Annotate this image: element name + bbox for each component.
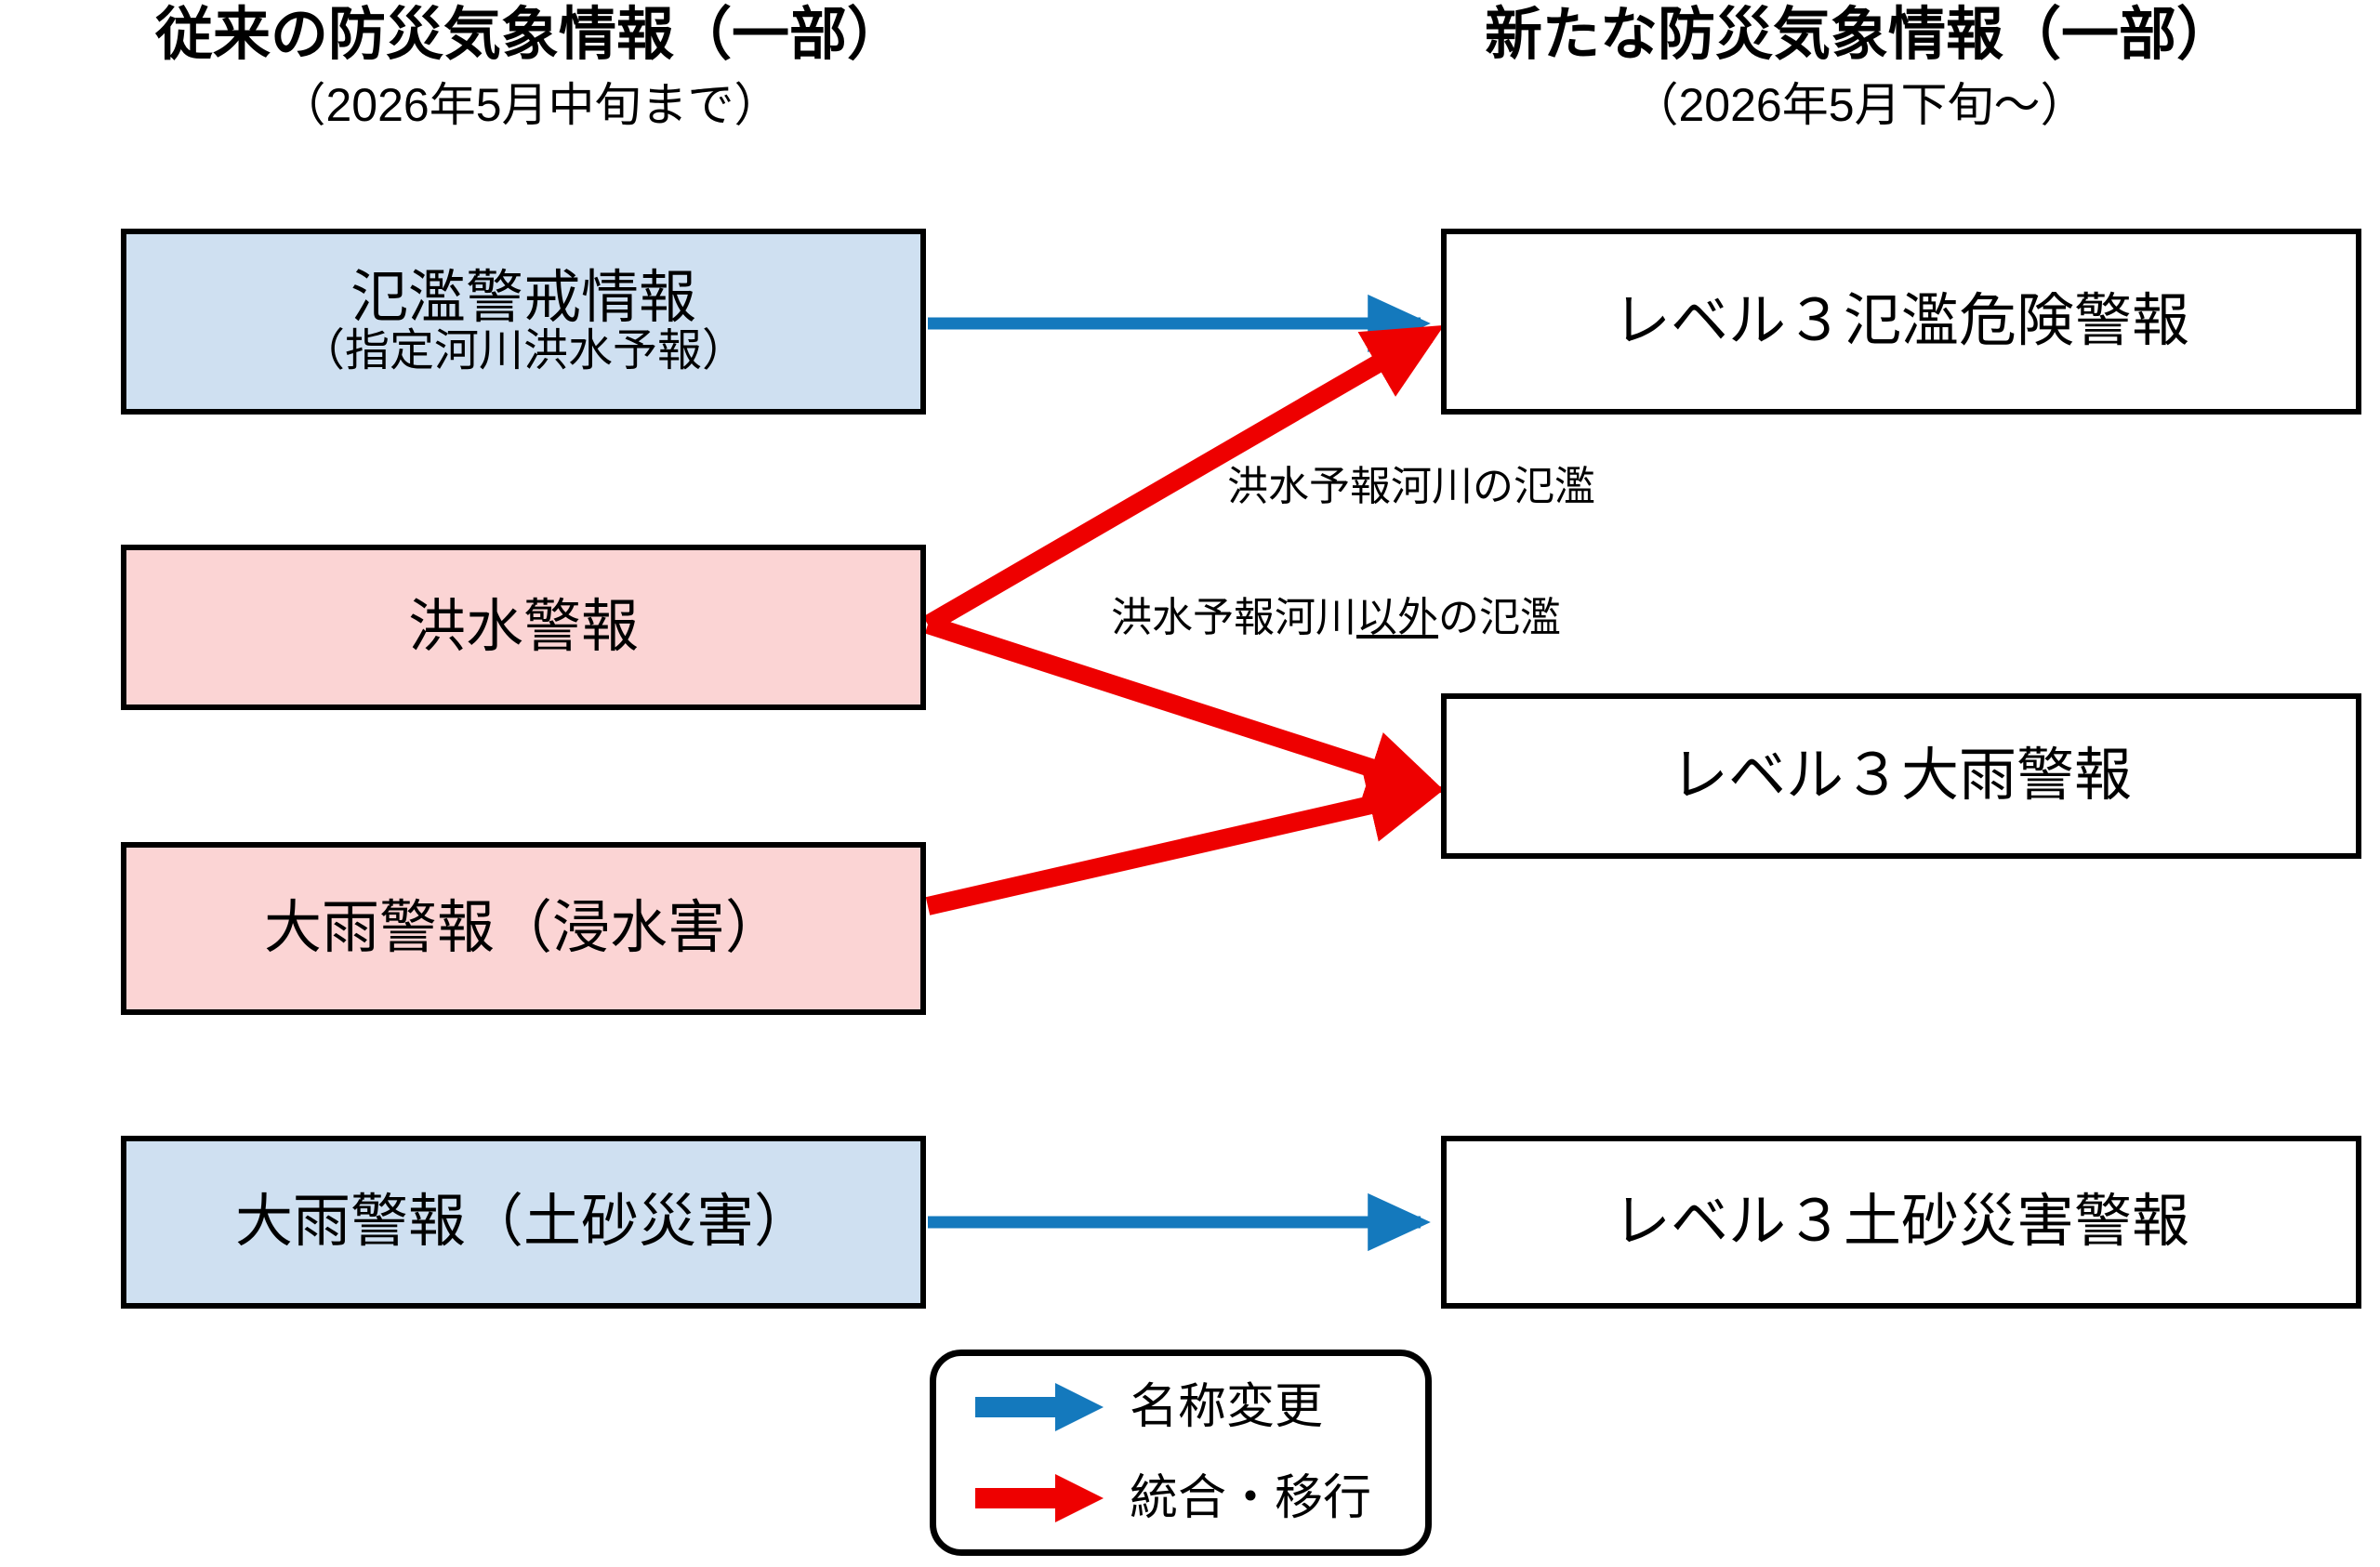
blue-arrow-icon — [975, 1383, 1104, 1431]
legacy-box-heavy-rain-warning-landslide[interactable]: 大雨警報（土砂災害） — [121, 1136, 926, 1309]
arrow-label-lower-pre: 洪水予報河川 — [1111, 595, 1356, 640]
left-column-subtitle: （2026年5月中旬まで） — [279, 79, 781, 131]
arrow-merge-flood-to-inundation — [922, 324, 1445, 633]
arrow-label-upper: 洪水予報河川の氾濫 — [1227, 464, 1595, 509]
new-box-level3-landslide-warning-line1: レベル３土砂災害警報 — [1612, 1190, 2189, 1255]
arrow-label-lower-post: の氾濫 — [1438, 595, 1561, 640]
legacy-box-heavy-rain-warning-inundation[interactable]: 大雨警報（浸水害） — [121, 842, 926, 1015]
legend-label-rename: 名称変更 — [1130, 1380, 1324, 1434]
legacy-box-heavy-rain-warning-inundation-line1: 大雨警報（浸水害） — [263, 896, 783, 961]
arrow-merge-flood-to-heavyrain — [924, 615, 1447, 804]
new-box-level3-heavy-rain-warning-line1: レベル３大雨警報 — [1670, 744, 2132, 809]
legacy-box-flood-watch-information[interactable]: 氾濫警戒情報 （指定河川洪水予報） — [121, 229, 926, 415]
legend: 名称変更 統合・移行 — [930, 1350, 1432, 1556]
red-arrow-icon — [975, 1474, 1104, 1522]
legacy-box-flood-watch-information-line2: （指定河川洪水予報） — [299, 326, 747, 376]
legacy-box-flood-watch-information-line1: 氾濫警戒情報 — [350, 265, 696, 330]
legacy-box-flood-warning[interactable]: 洪水警報 — [121, 545, 926, 710]
left-column-title: 従来の防災気象情報（一部） — [154, 3, 905, 67]
legend-label-merge: 統合・移行 — [1130, 1471, 1372, 1525]
legacy-box-flood-warning-line1: 洪水警報 — [407, 595, 639, 660]
legacy-box-heavy-rain-warning-landslide-line1: 大雨警報（土砂災害） — [234, 1190, 812, 1255]
arrow-label-lower: 洪水予報河川以外の氾濫 — [1111, 595, 1561, 640]
new-box-level3-landslide-warning[interactable]: レベル３土砂災害警報 — [1441, 1136, 2361, 1309]
right-column-title: 新たな防災気象情報（一部） — [1484, 3, 2234, 67]
new-box-level3-heavy-rain-warning[interactable]: レベル３大雨警報 — [1441, 693, 2361, 859]
legend-row-merge: 統合・移行 — [936, 1459, 1425, 1537]
new-box-level3-inundation-danger-warning-line1: レベル３氾濫危険警報 — [1612, 289, 2189, 354]
new-box-level3-inundation-danger-warning[interactable]: レベル３氾濫危険警報 — [1441, 229, 2361, 415]
right-column-subtitle: （2026年5月下旬～） — [1632, 79, 2087, 131]
legend-row-rename: 名称変更 — [936, 1368, 1425, 1446]
arrow-label-lower-underlined: 以外 — [1356, 595, 1438, 640]
arrow-merge-inundation-damage — [925, 768, 1447, 915]
